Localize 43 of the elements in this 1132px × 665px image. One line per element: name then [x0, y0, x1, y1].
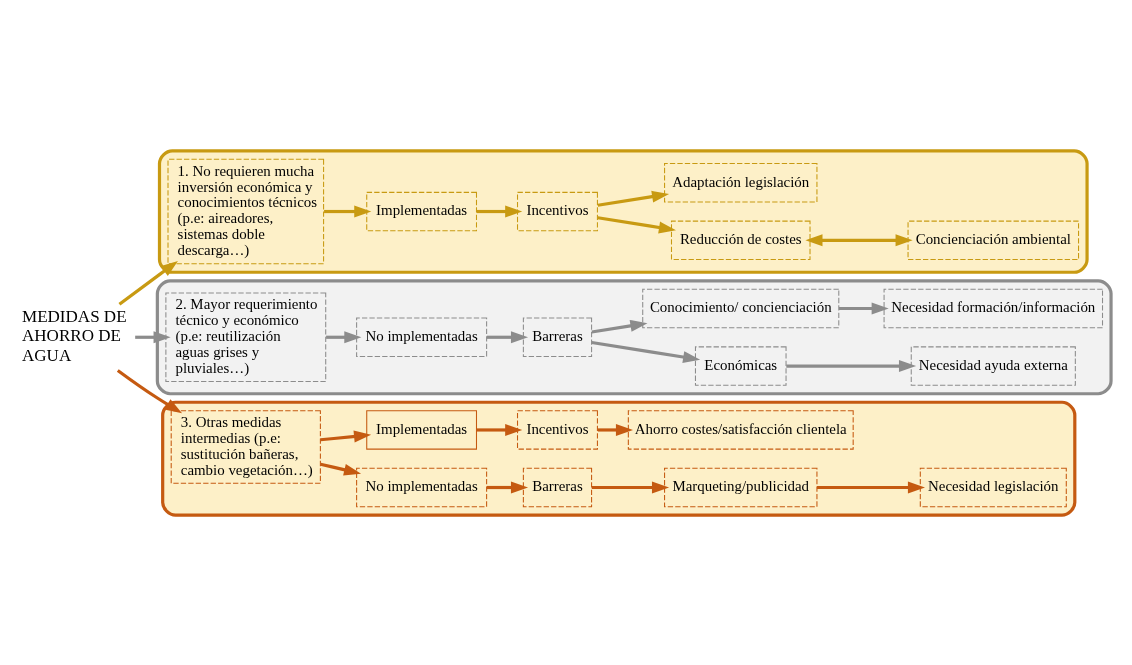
arrow: [486, 330, 529, 343]
arrow: [326, 330, 362, 343]
arrow: [324, 205, 372, 217]
arrow: [135, 330, 171, 343]
node-box: No implementadas: [356, 467, 488, 507]
node-box: Ahorro costes/satisfacción clientela: [627, 409, 854, 450]
node-box: Necesidad formación/información: [883, 288, 1104, 328]
arrow: [597, 190, 670, 207]
node-box: Incentivos: [517, 409, 598, 450]
node-box: Conocimiento/ concienciación: [642, 288, 840, 328]
arrow: [597, 423, 634, 436]
node-box: Implementadas: [366, 409, 478, 450]
arrow: [591, 319, 648, 334]
node-box: Adaptación legislación: [664, 162, 818, 202]
arrow: [476, 423, 523, 436]
arrow: [597, 215, 677, 233]
node-box: Económicas: [694, 345, 787, 386]
node-box: 2. Mayor requerimiento técnico y económico (p.e: reutilización aguas grises y pluviales…): [165, 292, 327, 382]
arrow: [805, 233, 913, 246]
node-box: Marqueting/publicidad: [664, 467, 818, 507]
node-box: Necesidad legislación: [919, 467, 1067, 507]
arrow: [320, 430, 372, 442]
arrow: [486, 481, 529, 493]
node-box: Barreras: [522, 467, 593, 507]
arrow: [591, 340, 701, 363]
node-box: Concienciación ambiental: [907, 220, 1080, 260]
arrow: [320, 462, 362, 476]
node-box: Barreras: [522, 317, 593, 357]
node-box: Necesidad ayuda externa: [910, 345, 1076, 386]
arrow: [839, 302, 889, 314]
arrow: [116, 368, 183, 413]
arrow: [591, 481, 670, 493]
node-text: MEDIDAS DE AHORRO DE AGUA: [22, 306, 127, 364]
arrow: [118, 260, 178, 305]
node-box: 3. Otras medidas intermedias (p.e: sustitución bañeras, cambio vegetación…): [170, 409, 321, 484]
node-box: Reducción de costes: [670, 220, 811, 260]
node-box: Incentivos: [517, 191, 598, 231]
arrow: [476, 205, 523, 217]
node-box: No implementadas: [356, 317, 488, 357]
arrow: [816, 481, 925, 493]
node-box: Implementadas: [366, 191, 478, 231]
arrow: [786, 359, 917, 372]
node-box: 1. No requieren mucha inversión económica y conocimientos técnicos (p.e: aireadores, sistemas doble descarga…): [167, 158, 325, 264]
